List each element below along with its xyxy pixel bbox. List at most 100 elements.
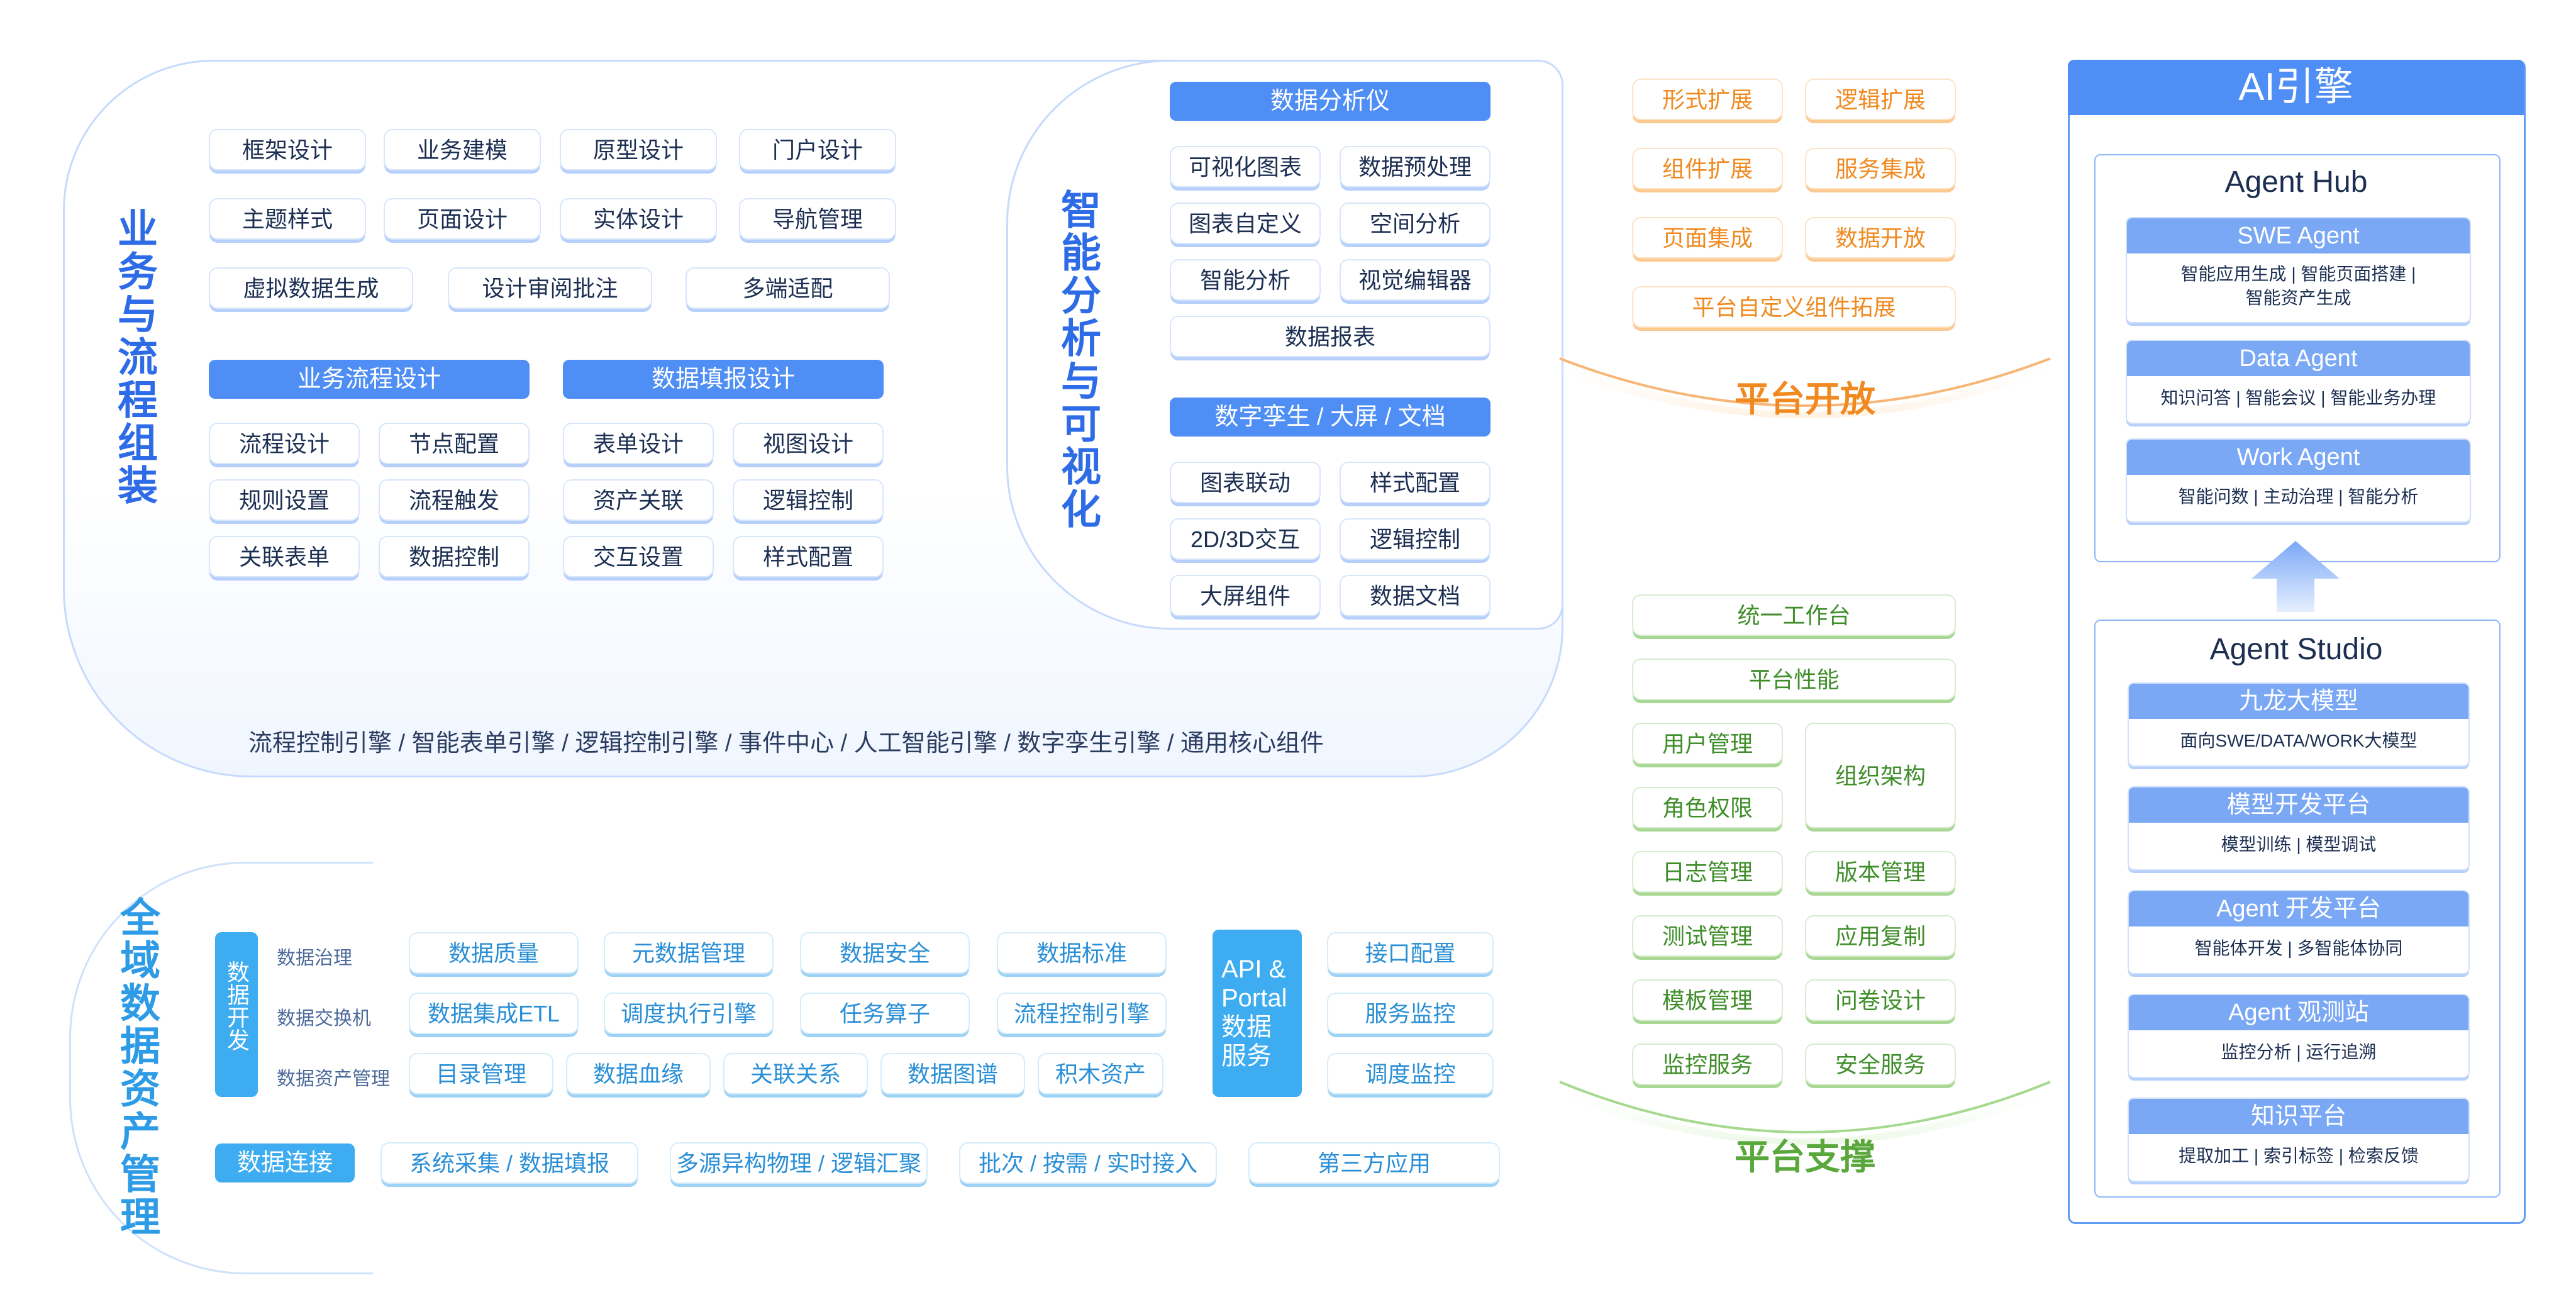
module-security-service[interactable]: 安全服务 [1805, 1043, 1956, 1085]
module-form-design[interactable]: 表单设计 [563, 423, 714, 464]
analysis-title: 智能分析与可视化 [1055, 189, 1101, 531]
module-linked-form[interactable]: 关联表单 [209, 536, 360, 577]
data-dev-chip-label: 数据开发 [224, 960, 250, 1051]
module-big-screen[interactable]: 大屏组件 [1170, 575, 1321, 616]
module-metadata[interactable]: 元数据管理 [604, 932, 774, 974]
module-page-design[interactable]: 页面设计 [384, 198, 541, 240]
platform-open-title: 平台开放 [1735, 379, 1875, 419]
module-data-quality[interactable]: 数据质量 [409, 932, 579, 974]
module-log-management[interactable]: 日志管理 [1632, 851, 1783, 893]
module-schedule-engine[interactable]: 调度执行引擎 [604, 993, 774, 1034]
work-agent-card[interactable]: Work Agent 智能问数 | 主动治理 | 智能分析 [2126, 438, 2471, 523]
agent-hub-title: Agent Hub [2224, 165, 2368, 199]
module-relations[interactable]: 关联关系 [723, 1053, 868, 1094]
module-form-extend[interactable]: 形式扩展 [1632, 79, 1783, 120]
module-chart-linkage[interactable]: 图表联动 [1170, 462, 1321, 503]
module-visual-chart[interactable]: 可视化图表 [1170, 146, 1321, 187]
module-style-config[interactable]: 样式配置 [733, 536, 884, 577]
module-data-control[interactable]: 数据控制 [379, 536, 530, 577]
module-portal-design[interactable]: 门户设计 [739, 129, 896, 170]
module-data-graph[interactable]: 数据图谱 [880, 1053, 1025, 1094]
module-schedule-monitor[interactable]: 调度监控 [1327, 1053, 1494, 1094]
swe-agent-card[interactable]: SWE Agent 智能应用生成 | 智能页面搭建 | 智能资产生成 [2126, 217, 2471, 323]
module-nav-management[interactable]: 导航管理 [739, 198, 896, 240]
module-data-preprocess[interactable]: 数据预处理 [1340, 146, 1491, 187]
agent-dev-card[interactable]: Agent 开发平台 智能体开发 | 多智能体协同 [2128, 890, 2470, 974]
knowledge-platform-card[interactable]: 知识平台 提取加工 | 索引标签 | 检索反馈 [2128, 1098, 2470, 1182]
data-agent-card[interactable]: Data Agent 知识问答 | 智能会议 | 智能业务办理 [2126, 340, 2471, 424]
knowledge-platform-desc: 提取加工 | 索引标签 | 检索反馈 [2179, 1146, 2419, 1166]
module-monitor-service[interactable]: 监控服务 [1632, 1043, 1783, 1085]
module-logic-control-2[interactable]: 逻辑控制 [1340, 518, 1491, 560]
module-data-standard[interactable]: 数据标准 [997, 932, 1167, 974]
module-role-permission[interactable]: 角色权限 [1632, 787, 1783, 828]
module-data-open[interactable]: 数据开放 [1805, 217, 1956, 259]
module-page-integration[interactable]: 页面集成 [1632, 217, 1783, 259]
module-template-management[interactable]: 模板管理 [1632, 979, 1783, 1021]
ai-engine-title: AI引擎 [2068, 60, 2524, 115]
module-task-operator[interactable]: 任务算子 [800, 993, 970, 1034]
agent-observe-card[interactable]: Agent 观测站 监控分析 | 运行追溯 [2128, 994, 2470, 1078]
module-virtual-data[interactable]: 虚拟数据生成 [209, 267, 413, 309]
module-component-extend[interactable]: 组件扩展 [1632, 148, 1783, 189]
module-unified-workbench[interactable]: 统一工作台 [1632, 594, 1956, 636]
module-asset-link[interactable]: 资产关联 [563, 479, 714, 521]
module-flow-trigger[interactable]: 流程触发 [379, 479, 530, 521]
module-interaction-settings[interactable]: 交互设置 [563, 536, 714, 577]
module-prototype-design[interactable]: 原型设计 [560, 129, 717, 170]
module-flow-control-engine[interactable]: 流程控制引擎 [997, 993, 1167, 1034]
module-custom-component[interactable]: 平台自定义组件拓展 [1632, 286, 1956, 328]
module-service-monitor[interactable]: 服务监控 [1327, 993, 1494, 1034]
label-data-exchange: 数据交换机 [277, 1008, 371, 1029]
module-interface-config[interactable]: 接口配置 [1327, 932, 1494, 974]
model-dev-desc: 模型训练 | 模型调试 [2221, 835, 2377, 854]
module-framework-design[interactable]: 框架设计 [209, 129, 366, 170]
module-catalog[interactable]: 目录管理 [409, 1053, 553, 1094]
module-multi-source[interactable]: 多源异构物理 / 逻辑汇聚 [670, 1142, 928, 1184]
module-visual-editor[interactable]: 视觉编辑器 [1340, 259, 1491, 301]
module-theme-style[interactable]: 主题样式 [209, 198, 366, 240]
module-test-management[interactable]: 测试管理 [1632, 915, 1783, 957]
module-system-collect[interactable]: 系统采集 / 数据填报 [380, 1142, 638, 1184]
module-third-party[interactable]: 第三方应用 [1248, 1142, 1500, 1184]
platform-open-arc [1559, 357, 2051, 418]
module-chart-custom[interactable]: 图表自定义 [1170, 203, 1321, 244]
swe-agent-name: SWE Agent [2127, 218, 2470, 253]
model-dev-card[interactable]: 模型开发平台 模型训练 | 模型调试 [2128, 786, 2470, 871]
module-batch-realtime[interactable]: 批次 / 按需 / 实时接入 [959, 1142, 1217, 1184]
module-logic-extend[interactable]: 逻辑扩展 [1805, 79, 1956, 120]
module-business-modeling[interactable]: 业务建模 [384, 129, 541, 170]
module-node-config[interactable]: 节点配置 [379, 423, 530, 464]
module-user-management[interactable]: 用户管理 [1632, 723, 1783, 764]
jiulong-model-card[interactable]: 九龙大模型 面向SWE/DATA/WORK大模型 [2128, 682, 2470, 767]
module-data-security[interactable]: 数据安全 [800, 932, 970, 974]
agent-observe-desc: 监控分析 | 运行追溯 [2221, 1042, 2377, 1062]
module-data-document[interactable]: 数据文档 [1340, 575, 1491, 616]
module-platform-performance[interactable]: 平台性能 [1632, 659, 1956, 700]
module-flow-design[interactable]: 流程设计 [209, 423, 360, 464]
module-version-management[interactable]: 版本管理 [1805, 851, 1956, 893]
module-multi-device[interactable]: 多端适配 [686, 267, 890, 309]
module-2d3d-interaction[interactable]: 2D/3D交互 [1170, 518, 1321, 560]
module-rule-settings[interactable]: 规则设置 [209, 479, 360, 521]
module-data-etl[interactable]: 数据集成ETL [409, 993, 579, 1034]
module-style-config-2[interactable]: 样式配置 [1340, 462, 1491, 503]
module-data-report[interactable]: 数据报表 [1170, 316, 1491, 357]
module-logic-control[interactable]: 逻辑控制 [733, 479, 884, 521]
module-view-design[interactable]: 视图设计 [733, 423, 884, 464]
module-org-structure[interactable]: 组织架构 [1805, 723, 1956, 828]
module-data-lineage[interactable]: 数据血缘 [566, 1053, 711, 1094]
module-entity-design[interactable]: 实体设计 [560, 198, 717, 240]
module-app-copy[interactable]: 应用复制 [1805, 915, 1956, 957]
module-spatial-analysis[interactable]: 空间分析 [1340, 203, 1491, 244]
up-arrow-icon [2251, 541, 2340, 612]
module-design-review[interactable]: 设计审阅批注 [448, 267, 652, 309]
knowledge-platform-name: 知识平台 [2129, 1099, 2468, 1134]
module-service-integration[interactable]: 服务集成 [1805, 148, 1956, 189]
module-survey-design[interactable]: 问卷设计 [1805, 979, 1956, 1021]
module-smart-analysis[interactable]: 智能分析 [1170, 259, 1321, 301]
asset-title: 全域数据资产管理 [114, 896, 160, 1238]
platform-support-title: 平台支撑 [1735, 1137, 1875, 1177]
data-analyzer-header: 数据分析仪 [1170, 82, 1491, 121]
module-block-asset[interactable]: 积木资产 [1038, 1053, 1163, 1094]
